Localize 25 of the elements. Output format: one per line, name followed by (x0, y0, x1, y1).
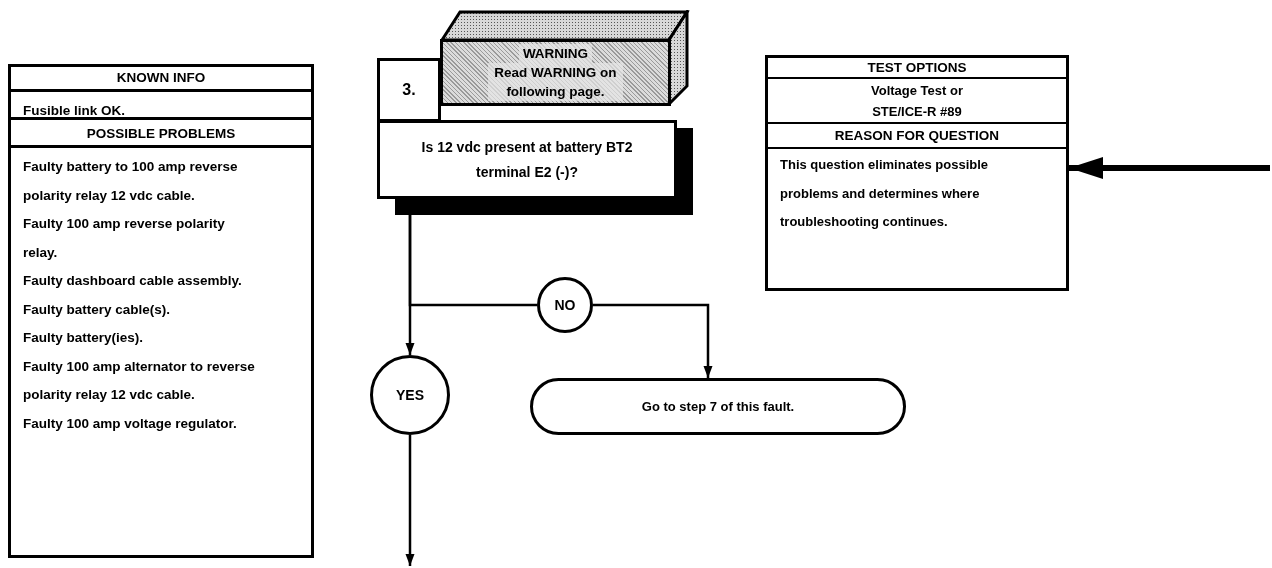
panel-heading: TEST OPTIONS (867, 58, 967, 77)
info-panel (8, 64, 314, 558)
info-panel (765, 55, 1069, 291)
panel-text: Faulty battery cable(s). (23, 300, 172, 319)
panel-text: Faulty battery(ies). (23, 329, 145, 347)
arrow (1069, 157, 1270, 179)
panel-text: Faulty 100 amp alternator to reverse polarity relay 12 vdc cable. (23, 357, 256, 404)
panel-text: Faulty 100 amp reverse polarity relay. (23, 215, 226, 262)
panel-text: Faulty battery to 100 amp reverse polarity relay 12 vdc cable. (23, 158, 239, 205)
panel-heading: POSSIBLE PROBLEMS (86, 125, 236, 143)
warning-text: Read WARNING on following page. (488, 63, 623, 101)
terminal-box: Go to step 7 of this fault. (530, 378, 906, 435)
panel-heading: KNOWN INFO (116, 69, 206, 87)
arrow (593, 303, 713, 378)
question-box: Is 12 vdc present at battery BT2 terminal E2 (-)? (377, 120, 677, 199)
arrow (405, 215, 415, 355)
step-number-box: 3. (377, 58, 441, 122)
panel-text: Voltage Test or STE/ICE-R #89 (870, 81, 964, 121)
panel-text: Faulty dashboard cable assembly. (23, 272, 243, 290)
panel-heading: REASON FOR QUESTION (834, 126, 1000, 145)
panel-text: Fusible link OK. (23, 102, 126, 120)
panel-text: This question eliminates possible problems and determines where troubleshooting continues. (780, 156, 990, 231)
arrow (405, 435, 415, 566)
warning-title: WARNING (518, 44, 593, 63)
panel-text: Faulty 100 amp voltage regulator. (23, 414, 238, 433)
